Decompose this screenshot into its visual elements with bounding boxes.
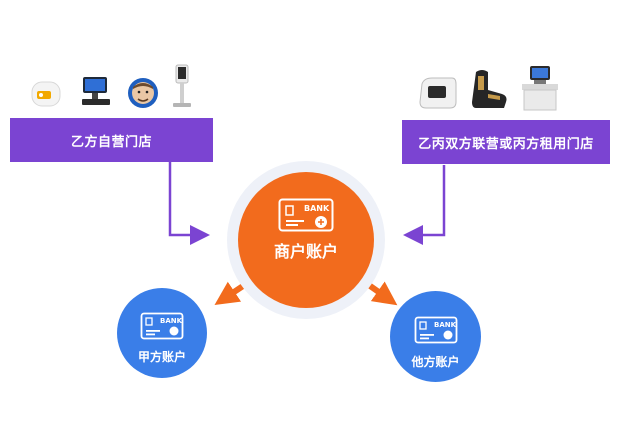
left-store-connector [168,162,210,245]
charging-station-icon [419,77,457,109]
vending-kiosk-icon [522,66,558,111]
right-store-bar: 乙丙双方联营或丙方租用门店 [402,120,610,164]
other-account-label: 他方账户 [411,355,460,369]
party-a-card-text: BANK [160,317,183,325]
other-account-circle [390,291,481,382]
massage-chair-icon [472,70,507,108]
face-avatar-icon [128,78,158,108]
smart-speaker-icon [31,81,61,107]
merchant-account-circle [238,172,374,308]
right-store-label: 乙丙双方联营或丙方租用门店 [418,136,594,152]
left-store-label: 乙方自营门店 [70,134,152,150]
bank-card-icon: BANK [414,316,458,344]
party-a-account-label: 甲方账户 [137,350,186,364]
party-a-account-circle [117,288,207,378]
right-store-connector [403,165,446,245]
merchant-card-text: BANK [304,204,330,213]
bank-card-icon: BANK [278,198,334,232]
left-store-bar: 乙方自营门店 [10,118,213,162]
pos-terminal-icon [82,77,110,105]
kiosk-stand-icon [173,64,191,107]
other-card-text: BANK [434,321,457,329]
bank-card-icon: BANK [140,312,184,340]
merchant-account-label: 商户账户 [273,242,338,261]
